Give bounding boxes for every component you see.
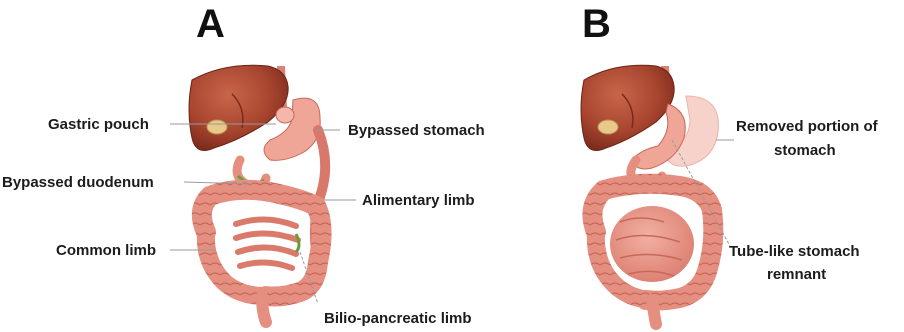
gallbladder-b [598,120,618,134]
label-bilio-pancreatic-limb: Bilio-pancreatic limb [324,309,472,328]
label-removed-portion-line1: Removed portion of [736,117,878,136]
liver-a [189,65,288,150]
label-alimentary-limb: Alimentary limb [362,191,475,210]
panel-a-letter: A [196,4,225,44]
liver-b [581,65,674,150]
panel-b-illustration [581,65,734,324]
panel-a-illustration [170,65,356,322]
label-common-limb: Common limb [56,241,156,260]
label-bypassed-duodenum: Bypassed duodenum [2,173,154,192]
gastric-pouch-shape [276,107,294,123]
label-removed-portion-line2: stomach [774,141,836,160]
label-gastric-pouch: Gastric pouch [48,115,149,134]
label-bypassed-stomach: Bypassed stomach [348,121,485,140]
label-tube-remnant-line2: remnant [767,265,826,284]
rectum-b [652,300,656,324]
panel-b-letter: B [582,4,611,44]
rectum-a [262,296,266,322]
gallbladder-a [207,120,227,134]
small-intestine-b [610,206,694,282]
label-tube-remnant-line1: Tube-like stomach [729,242,860,261]
small-intestine-a [236,219,298,268]
